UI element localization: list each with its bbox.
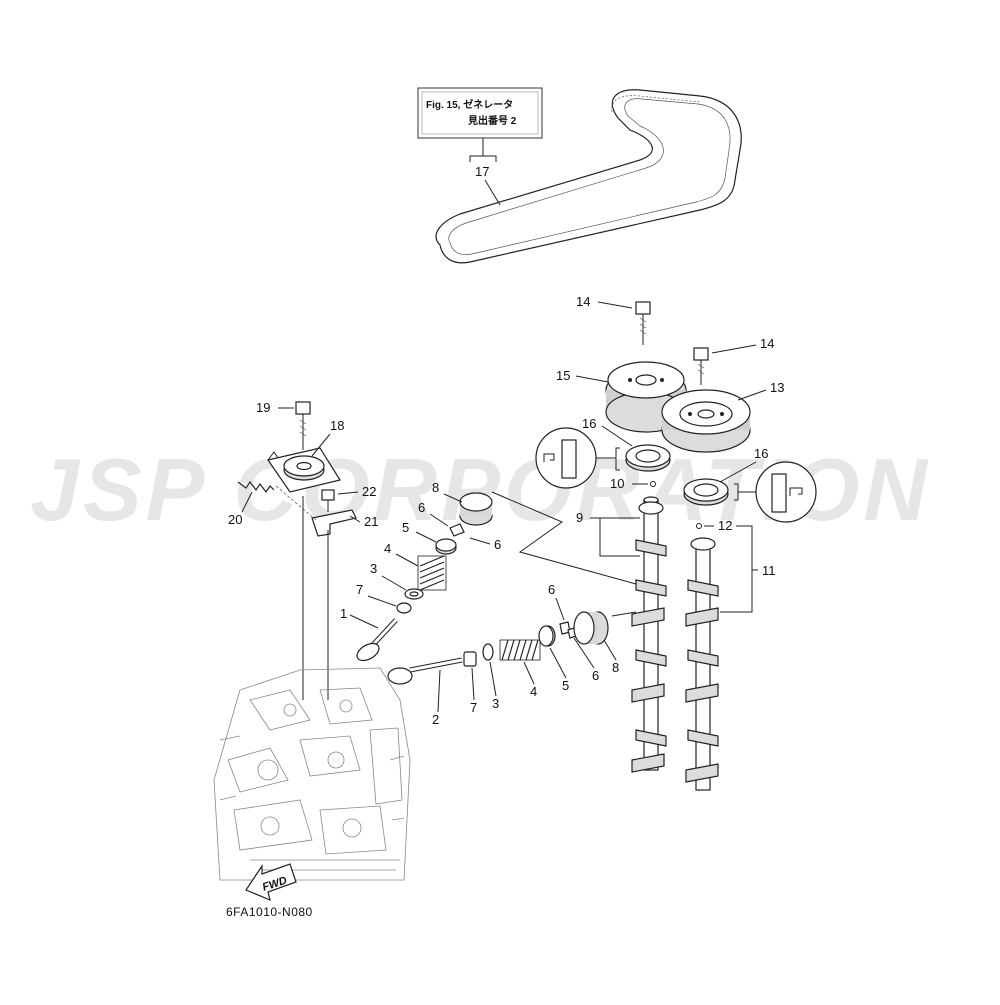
valve-2 <box>387 657 463 685</box>
callout-14b: 14 <box>760 336 774 351</box>
valve-1 <box>356 618 398 662</box>
callout-5a: 5 <box>402 520 409 535</box>
callout-6c: 6 <box>548 582 555 597</box>
callout-2: 2 <box>432 712 439 727</box>
callout-18: 18 <box>330 418 344 433</box>
camshaft-9 <box>631 496 667 773</box>
callout-15: 15 <box>556 368 570 383</box>
callout-3a: 3 <box>370 561 377 576</box>
callout-19: 19 <box>256 400 270 415</box>
callout-11: 11 <box>762 563 776 578</box>
dowel-pin-10 <box>650 481 656 487</box>
cotter-6-upper <box>449 523 465 537</box>
bracket-21 <box>311 509 357 537</box>
callout-6a: 6 <box>418 500 425 515</box>
callout-20: 20 <box>228 512 242 527</box>
spring-seat-3-lower <box>482 643 494 661</box>
timing-belt <box>435 89 742 264</box>
valve-lifter-8-lower <box>573 611 609 645</box>
callout-7b: 7 <box>470 700 477 715</box>
callout-22: 22 <box>362 484 376 499</box>
bolt-14-upper <box>635 301 651 345</box>
valve-seal-7-upper <box>396 602 412 614</box>
callout-16a: 16 <box>582 416 596 431</box>
reference-box-line2: 見出番号 2 <box>467 114 517 127</box>
callout-4a: 4 <box>384 541 391 556</box>
callout-17: 17 <box>475 164 489 179</box>
callout-13: 13 <box>770 380 784 395</box>
valve-spring-4-upper <box>417 555 447 591</box>
tensioner-18 <box>267 447 341 493</box>
callout-16b: 16 <box>754 446 768 461</box>
spring-20 <box>237 480 275 494</box>
valve-spring-4-lower <box>499 639 541 661</box>
callout-8b: 8 <box>612 660 619 675</box>
seal-detail-bubble-left <box>535 427 620 489</box>
reference-box: Fig. 15, ゼネレータ 見出番号 2 <box>417 87 543 162</box>
pulley-15 <box>605 361 687 433</box>
callout-8a: 8 <box>432 480 439 495</box>
retainer-5-upper <box>435 538 457 555</box>
drawing-code: 6FA1010-N080 <box>226 905 313 919</box>
retainer-5-lower <box>538 625 556 647</box>
seal-detail-bubble-right <box>734 461 817 523</box>
reference-box-line1: Fig. 15, ゼネレータ <box>426 98 513 111</box>
callout-6b: 6 <box>494 537 501 552</box>
callout-4b: 4 <box>530 684 537 699</box>
engine-block <box>213 667 411 881</box>
dowel-pin-12 <box>696 523 702 529</box>
callout-3b: 3 <box>492 696 499 711</box>
callout-21: 21 <box>364 514 378 529</box>
bolt-14-lower <box>693 347 709 385</box>
bolt-22 <box>321 489 335 512</box>
valve-lifter-8-upper <box>459 492 493 526</box>
callout-14a: 14 <box>576 294 590 309</box>
bolt-19 <box>295 401 311 450</box>
spring-seat-3-upper <box>404 588 424 600</box>
oil-seal-16a <box>625 444 671 472</box>
callout-12: 12 <box>718 518 732 533</box>
fwd-arrow-icon: FWD <box>245 863 297 902</box>
callout-7a: 7 <box>356 582 363 597</box>
callout-1: 1 <box>340 606 347 621</box>
callout-5b: 5 <box>562 678 569 693</box>
oil-seal-16b <box>683 478 729 506</box>
callout-9: 9 <box>576 510 583 525</box>
callout-6d: 6 <box>592 668 599 683</box>
camshaft-11 <box>685 537 719 791</box>
pulley-13 <box>661 389 751 453</box>
valve-seal-7-lower <box>463 651 477 667</box>
callout-10: 10 <box>610 476 624 491</box>
